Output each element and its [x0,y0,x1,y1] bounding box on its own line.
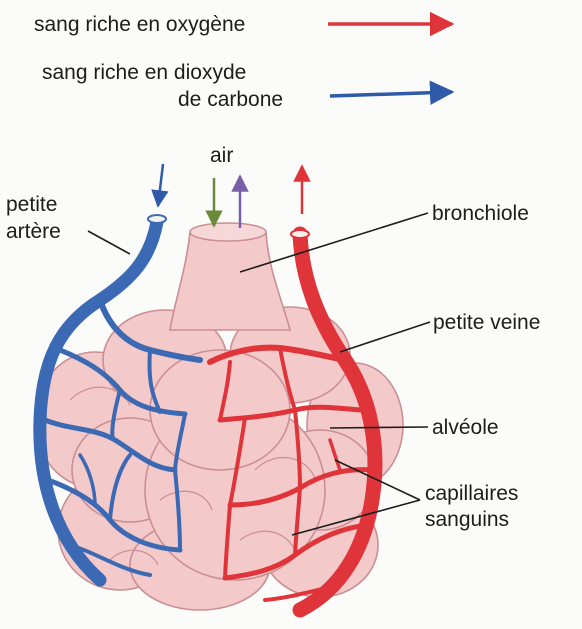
leader-alveolus [330,427,428,428]
leader-bronchiole [240,213,428,272]
legend-co2-label-line2: de carbone [178,88,283,111]
legend-co2-arrow [330,92,452,96]
label-capillaries-line2: sanguins [425,508,509,531]
label-alveolus: alvéole [432,416,499,439]
label-air: air [210,144,233,167]
label-capillaries-line1: capillaires [425,482,518,505]
artery-opening [148,215,166,223]
leader-vein [340,322,430,352]
artery-inflow-arrow [158,164,163,206]
vein-opening [291,230,309,238]
leader-artery [88,231,130,254]
label-artery-line1: petite [6,193,57,216]
flow-arrows [158,164,302,228]
label-bronchiole: bronchiole [432,202,529,225]
legend: sang riche en oxygène sang riche en diox… [34,13,452,111]
legend-oxygen-label: sang riche en oxygène [34,13,245,36]
label-artery-line2: artère [6,220,61,243]
legend-co2-label-line1: sang riche en dioxyde [42,61,246,84]
bronchiole-opening [190,223,266,241]
label-vein: petite veine [433,311,540,334]
